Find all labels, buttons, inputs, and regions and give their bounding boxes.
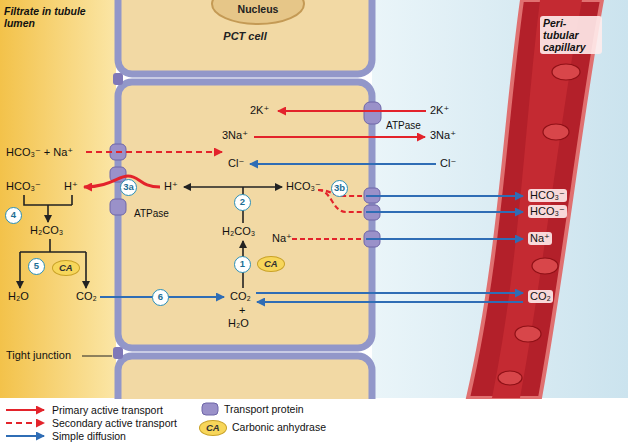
drawing-part	[552, 64, 580, 80]
callout-number: 5	[28, 258, 45, 275]
ion-label: HCO₃⁻	[286, 180, 321, 193]
drawing-part	[113, 347, 123, 359]
ion-label: HCO₃⁻	[6, 180, 41, 193]
callout-number: 6	[152, 289, 169, 306]
ion-label: Cl⁻	[440, 157, 456, 170]
red-blood-cells	[498, 64, 580, 385]
legend-protein	[202, 403, 218, 415]
drawing-part	[85, 252, 87, 288]
legend-samples	[6, 410, 44, 436]
ion-label: Na⁺	[272, 232, 292, 245]
reaction-arrows	[20, 187, 282, 356]
legend-enzyme-sample: CA	[199, 420, 227, 436]
ion-label: H⁺	[64, 180, 78, 193]
drawing-part	[243, 186, 282, 188]
drawing-part	[184, 186, 243, 188]
molecule-label: CO₂	[76, 290, 97, 303]
drawing-part	[118, 82, 372, 348]
legend-text: Secondary active transport	[52, 417, 177, 429]
drawing-part	[6, 435, 44, 437]
molecule-label: CO₂	[528, 290, 553, 303]
lumen-band: Filtrate in tubule lumen	[2, 3, 110, 31]
legend-text: Primary active transport	[52, 404, 163, 416]
ion-label: Cl⁻	[228, 157, 244, 170]
drawing-part	[366, 211, 523, 213]
cell-bodies	[118, 0, 372, 436]
drawing-part	[254, 136, 425, 138]
drawing-part	[250, 163, 436, 165]
pump-label: ATPase	[134, 207, 169, 220]
drawing-part	[543, 124, 569, 140]
drawing-part	[86, 151, 222, 153]
pump-label: ATPase	[386, 119, 421, 132]
drawing-part	[82, 356, 112, 357]
drawing-part	[257, 301, 523, 303]
drawing-part	[110, 199, 126, 215]
drawing-part	[19, 252, 21, 288]
callout-number: 3b	[331, 180, 348, 197]
cell-box: PCT cellNucleus	[120, 30, 370, 42]
drawing-part	[47, 205, 49, 222]
plus-sign: +	[239, 304, 245, 317]
drawing-part	[498, 371, 522, 385]
drawing-part	[366, 238, 523, 240]
capillary-wall	[468, 0, 602, 398]
molecule-label: H₂CO₃	[222, 225, 255, 238]
molecule-label: H₂O	[8, 290, 29, 303]
callout-number: 3a	[120, 179, 137, 196]
capillary-band: Peri- tubular capillary	[540, 16, 602, 54]
node-text: PCT cell	[120, 30, 370, 42]
ion-label: 3Na⁺	[430, 129, 456, 142]
molecule-label: H₂O	[228, 317, 249, 330]
interstitial-space	[372, 0, 628, 398]
capillary-lumen	[492, 0, 582, 398]
callout-number: 1	[234, 256, 251, 273]
transport-proteins	[110, 102, 381, 247]
drawing-part	[6, 422, 44, 424]
ion-label: 2K⁺	[430, 104, 449, 117]
ion-label: 2K⁺	[250, 104, 269, 117]
drawing-part	[113, 73, 123, 85]
node-text: Nucleus	[210, 0, 306, 15]
legend-text: Carbonic anhydrase	[232, 421, 326, 433]
callout-number: 4	[5, 207, 22, 224]
drawing-part	[366, 195, 523, 197]
ion-label: HCO₃⁻	[528, 189, 567, 202]
tight-junctions	[113, 73, 123, 359]
drawing-part	[278, 110, 426, 112]
legend-ground	[0, 399, 628, 448]
drawing-part	[292, 238, 362, 240]
legend-text: Simple diffusion	[52, 430, 126, 442]
node-text: Filtrate in tubule lumen	[2, 3, 110, 31]
ion-label: HCO₃⁻	[528, 205, 567, 218]
drawing-part	[256, 292, 523, 294]
callout-number: 2	[234, 194, 251, 211]
drawing-part	[6, 409, 44, 411]
ion-label: Na⁺	[528, 232, 552, 245]
ion-label: H⁺	[164, 180, 178, 193]
molecule-label: CO₂	[230, 290, 251, 303]
ion-label: HCO₃⁻ + Na⁺	[6, 146, 73, 159]
nucleus-oval: Nucleus	[210, 0, 306, 15]
node-text: Peri- tubular capillary	[540, 16, 602, 54]
enzyme-label: CA	[257, 256, 285, 272]
molecule-label: H₂CO₃	[30, 224, 63, 237]
drawing-part	[364, 102, 381, 124]
drawing-part	[515, 326, 541, 342]
drawing-part	[24, 195, 72, 205]
drawing-part	[20, 239, 86, 252]
annotation-label: Tight junction	[6, 349, 71, 362]
enzyme-label: CA	[52, 260, 80, 276]
legend-text: Transport protein	[224, 403, 304, 415]
transport-arrows	[84, 111, 523, 302]
tubule-lumen	[0, 0, 116, 398]
drawing-part	[532, 258, 558, 274]
ion-label: 3Na⁺	[222, 129, 248, 142]
drawing-part	[118, 0, 372, 74]
